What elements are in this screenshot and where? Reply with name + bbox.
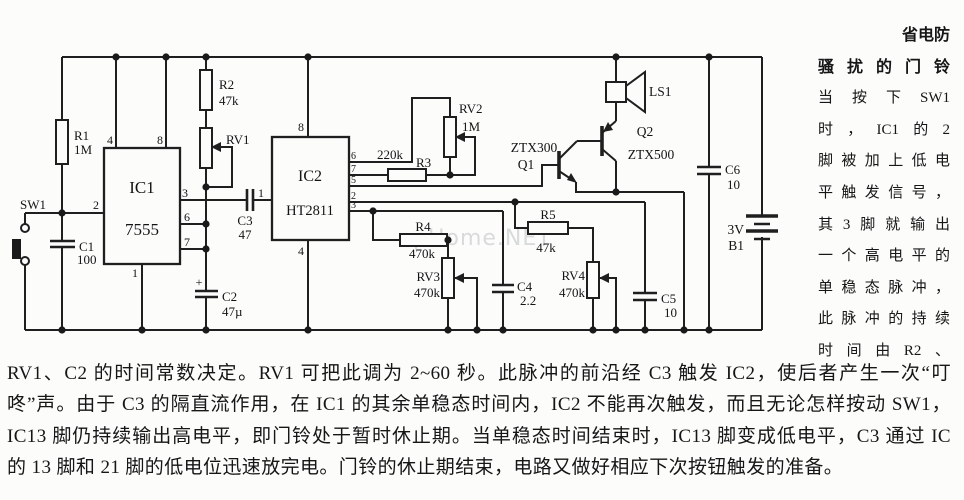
label-ic2: IC2 (298, 168, 322, 185)
caption-line: 的 13 脚和 21 脚的低电位迅速放完电。门铃的休止期结束，电路又做好相应下次… (7, 457, 844, 479)
value-r3: 220k (377, 147, 404, 162)
article-line: 脚被加上低电 (818, 153, 950, 170)
ic1-pin8: 8 (157, 133, 163, 147)
label-r1: R1 (74, 128, 89, 143)
ic2-pin2: 2 (351, 191, 356, 202)
article-line: 此脉冲的持续 (818, 311, 950, 328)
value-rv3: 470k (414, 285, 441, 300)
caption-line: RV1、C2 的时间常数决定。RV1 可把此调为 2~60 秒。此脉冲的前沿经 … (7, 363, 951, 384)
value-r1: 1M (74, 142, 93, 157)
value-rv4: 470k (559, 285, 586, 300)
value-c5: 10 (664, 305, 677, 320)
part-q2: ZTX500 (628, 147, 675, 162)
resistor-r2: R2 47k (199, 69, 239, 111)
ic1-pin4: 4 (107, 133, 113, 147)
value-c3: 47 (239, 227, 253, 242)
switch-sw1: SW1 (12, 197, 46, 266)
speaker-ls1: LS1 (605, 70, 672, 114)
label-c3: C3 (237, 213, 252, 228)
potentiometer-rv1: RV1 (199, 127, 250, 169)
ic2-pin1: 1 (258, 186, 264, 200)
article-line: 时，IC1的2 (818, 121, 950, 138)
caption-line: 咚”声。由于 C3 的隔直流作用，在 IC1 的其余单稳态时间内，IC2 不能再… (7, 394, 951, 416)
value-b1: 3V (728, 222, 745, 237)
resistor-r4: R4 470k (399, 219, 448, 261)
capacitor-c1: C1 100 (50, 239, 97, 267)
label-rv2: RV2 (459, 101, 483, 116)
resistor-r3: 220k R3 (377, 147, 431, 182)
label-q1: Q1 (518, 157, 535, 172)
battery-b1: 3V B1 (728, 214, 778, 253)
transistor-q1: ZTX300 Q1 (511, 140, 578, 183)
ic2-pin3: 3 (351, 200, 356, 211)
junction-dots (58, 53, 713, 334)
article-line: 其3脚就输出 (818, 216, 950, 233)
label-c2: C2 (222, 289, 237, 304)
label-c1: C1 (79, 239, 94, 254)
article-line: 一个高电平的 (818, 248, 950, 265)
ic1-pin7: 7 (184, 235, 190, 249)
article-line: 平触发信号， (818, 184, 950, 201)
ic2-pin5: 5 (351, 175, 356, 186)
value-r5: 47k (536, 240, 556, 255)
article-line: 时间由R2、 (818, 342, 950, 359)
value-rv2: 1M (462, 119, 481, 134)
label-r4: R4 (415, 219, 431, 234)
label-b1: B1 (728, 238, 744, 253)
potentiometer-rv4: RV4 470k (559, 261, 609, 300)
value-c2: 47µ (222, 304, 243, 319)
label-rv4: RV4 (561, 268, 585, 283)
resistor-r5: R5 47k (527, 207, 569, 255)
label-rv3: RV3 (416, 269, 440, 284)
article-column: 省电防 骚扰的门铃 当按下SW1 时，IC1的2 脚被加上低电 平触发信号， 其… (818, 20, 950, 368)
article-title-line2: 骚扰的门铃 (818, 58, 950, 76)
ic1-pin1: 1 (132, 266, 138, 280)
ic1-pin3: 3 (182, 186, 188, 200)
ic2-pin8: 8 (298, 120, 304, 134)
label-ls1: LS1 (649, 84, 672, 99)
ic1-7555: IC1 7555 4 8 2 3 6 7 1 (93, 133, 190, 280)
potentiometer-rv3: RV3 470k (414, 257, 464, 300)
label-r3: R3 (416, 155, 431, 170)
part-ic2: HT2811 (286, 203, 334, 219)
ic2-pin4: 4 (298, 244, 304, 258)
label-c6: C6 (725, 162, 741, 177)
value-c4: 2.2 (520, 293, 536, 308)
ic2-ht2811: IC2 HT2811 8 4 1 6 7 5 2 3 (258, 120, 356, 258)
label-c5: C5 (661, 291, 676, 306)
value-c1: 100 (77, 252, 97, 267)
label-ic1: IC1 (129, 178, 155, 197)
article-line: 当按下SW1 (818, 90, 950, 107)
capacitor-c4: C4 2.2 (492, 279, 536, 308)
label-r5: R5 (540, 207, 555, 222)
label-rv1: RV1 (226, 132, 250, 147)
label-r2: R2 (219, 77, 234, 92)
ic1-pin2: 2 (93, 198, 99, 212)
capacitor-c5: C5 10 (633, 291, 677, 320)
ic2-pin7: 7 (351, 164, 356, 175)
resistor-r1: R1 1M (55, 119, 93, 165)
part-ic1: 7555 (125, 220, 159, 239)
polarity-c2: + (196, 275, 203, 289)
caption-text: RV1、C2 的时间常数决定。RV1 可把此调为 2~60 秒。此脉冲的前沿经 … (7, 358, 951, 484)
label-sw1: SW1 (20, 197, 46, 212)
circuit-schematic: SW1 R1 1M R2 47k RV1 RV2 1M 220k R3 (12, 53, 778, 334)
article-line: 单稳态脉冲， (818, 279, 950, 296)
capacitor-c6: C6 10 (697, 162, 741, 192)
ic1-pin6: 6 (184, 210, 190, 224)
potentiometer-rv2: RV2 1M (443, 101, 483, 158)
value-c6: 10 (727, 177, 740, 192)
caption-line: IC13 脚仍持续输出高电平，即门铃处于暂时休止期。当单稳态时间结束时，IC13… (7, 425, 951, 447)
value-r2: 47k (219, 93, 239, 108)
ic2-pin6: 6 (351, 151, 356, 162)
value-r4: 470k (409, 246, 436, 261)
transistor-q2: Q2 ZTX500 (600, 120, 675, 162)
capacitor-c3: C3 47 (237, 189, 255, 242)
label-c4: C4 (517, 279, 533, 294)
article-title-line1: 省电防 (901, 27, 950, 44)
capacitor-c2: + C2 47µ (195, 275, 243, 319)
label-q2: Q2 (637, 124, 654, 139)
part-q1: ZTX300 (511, 140, 558, 155)
